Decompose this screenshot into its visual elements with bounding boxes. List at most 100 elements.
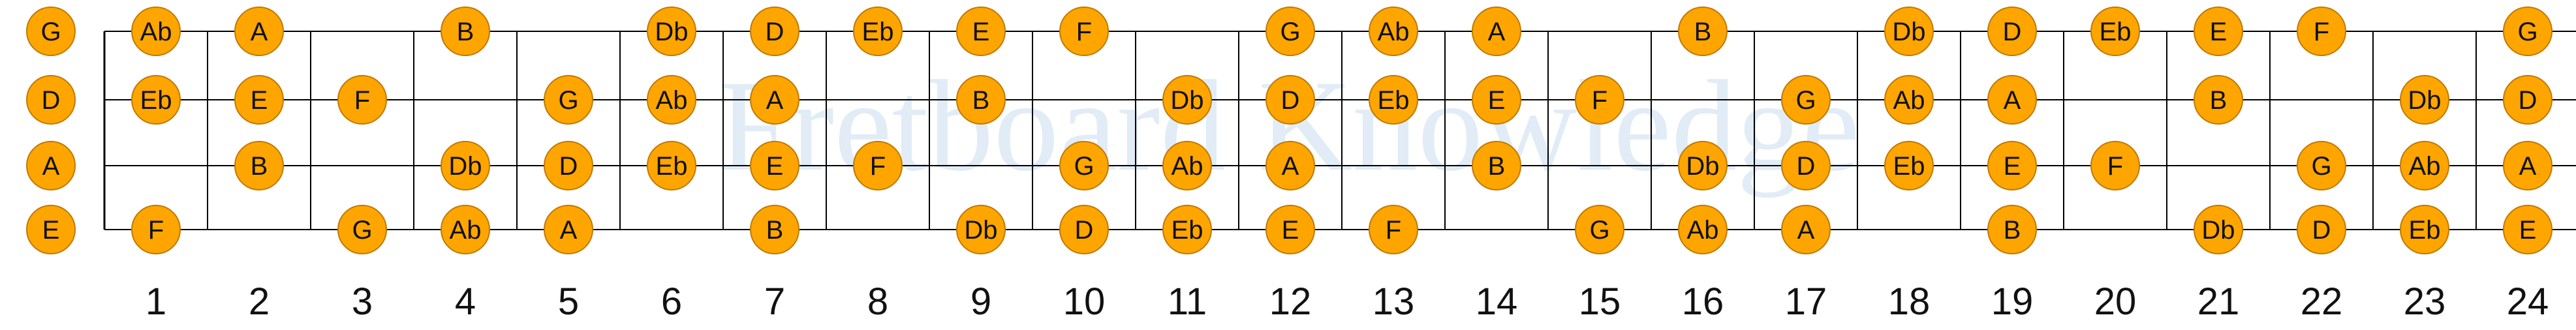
fret-note: D (544, 141, 593, 190)
note-label: B (251, 152, 268, 181)
fret-number: 23 (2404, 280, 2446, 323)
note-circle (441, 7, 490, 56)
fret-number: 22 (2301, 280, 2343, 323)
note-circle (1162, 141, 1212, 190)
note-label: D (1281, 86, 1300, 115)
note-label: A (2519, 152, 2537, 181)
note-label: A (1797, 216, 1815, 245)
note-circle (1162, 205, 1212, 254)
note-label: G (1795, 86, 1816, 115)
fret-note: Ab (647, 75, 696, 125)
fret-note: G (1781, 75, 1831, 125)
note-label: G (352, 216, 372, 245)
note-label: Ab (450, 216, 482, 245)
note-circle (441, 205, 490, 254)
note-circle (1265, 141, 1315, 190)
fret-number: 10 (1063, 280, 1106, 323)
fret-note: Db (1678, 141, 1728, 190)
note-label: Eb (140, 86, 172, 115)
note-label: G (558, 86, 578, 115)
open-string-note: A (26, 141, 76, 190)
note-circle (2400, 75, 2449, 125)
note-label: Db (1892, 18, 1925, 46)
fret-note: Eb (1369, 75, 1418, 125)
note-label: F (2314, 18, 2329, 46)
note-label: B (2210, 86, 2227, 115)
note-label: A (766, 86, 784, 115)
note-circle (1884, 75, 1934, 125)
fret-number: 6 (661, 280, 682, 323)
note-circle (234, 7, 284, 56)
fret-note: Ab (131, 7, 181, 56)
note-circle (1369, 75, 1418, 125)
fret-note: Ab (1162, 141, 1212, 190)
note-label: G (1280, 18, 1300, 46)
note-label: Ab (140, 18, 172, 46)
fret-note: G (544, 75, 593, 125)
fret-note: D (1059, 205, 1109, 254)
fret-note: F (337, 75, 387, 125)
fret-note: Db (2400, 75, 2449, 125)
note-circle (2297, 141, 2346, 190)
fret-note: B (956, 75, 1006, 125)
note-circle (234, 141, 284, 190)
fret-number: 3 (352, 280, 373, 323)
note-label: E (1488, 86, 1506, 115)
fret-note: G (1575, 205, 1624, 254)
fret-note: B (234, 141, 284, 190)
note-circle (1575, 205, 1624, 254)
note-circle (2194, 205, 2243, 254)
fret-note: Ab (1884, 75, 1934, 125)
fret-number: 20 (2094, 280, 2137, 323)
note-circle (2194, 75, 2243, 125)
fret-note: B (750, 205, 799, 254)
note-circle (647, 7, 696, 56)
fret-note: Eb (1162, 205, 1212, 254)
note-circle (544, 205, 593, 254)
note-label: D (559, 152, 578, 181)
note-label: Eb (2100, 18, 2132, 46)
note-circle (26, 75, 76, 125)
fret-note: Ab (1678, 205, 1728, 254)
fret-note: Db (956, 205, 1006, 254)
fret-note: A (1781, 205, 1831, 254)
fret-number: 14 (1476, 280, 1518, 323)
note-circle (1265, 205, 1315, 254)
note-label: Eb (862, 18, 894, 46)
note-circle (1369, 7, 1418, 56)
note-circle (1781, 75, 1831, 125)
note-circle (853, 7, 903, 56)
note-label: Db (964, 216, 997, 245)
fret-note: G (2297, 141, 2346, 190)
note-label: Db (448, 152, 482, 181)
note-circle (1265, 75, 1315, 125)
fret-note: B (1987, 205, 2037, 254)
note-label: B (2004, 216, 2021, 245)
fret-note: F (131, 205, 181, 254)
open-string-note: D (26, 75, 76, 125)
fret-number: 12 (1269, 280, 1312, 323)
note-circle (853, 141, 903, 190)
fret-number: 9 (970, 280, 991, 323)
note-circle (1884, 7, 1934, 56)
note-circle (2503, 141, 2553, 190)
note-circle (1369, 205, 1418, 254)
fret-note: A (1472, 7, 1521, 56)
note-label: D (1075, 216, 1094, 245)
note-label: Db (2408, 86, 2441, 115)
note-label: Eb (1378, 86, 1410, 115)
note-circle (1987, 7, 2037, 56)
note-label: Ab (2409, 152, 2441, 181)
note-label: E (972, 18, 990, 46)
note-circle (647, 75, 696, 125)
fret-note: E (750, 141, 799, 190)
note-label: Ab (656, 86, 688, 115)
fret-note: D (750, 7, 799, 56)
note-label: E (766, 152, 784, 181)
note-label: A (1488, 18, 1506, 46)
note-circle (750, 75, 799, 125)
fret-note: E (2503, 205, 2553, 254)
